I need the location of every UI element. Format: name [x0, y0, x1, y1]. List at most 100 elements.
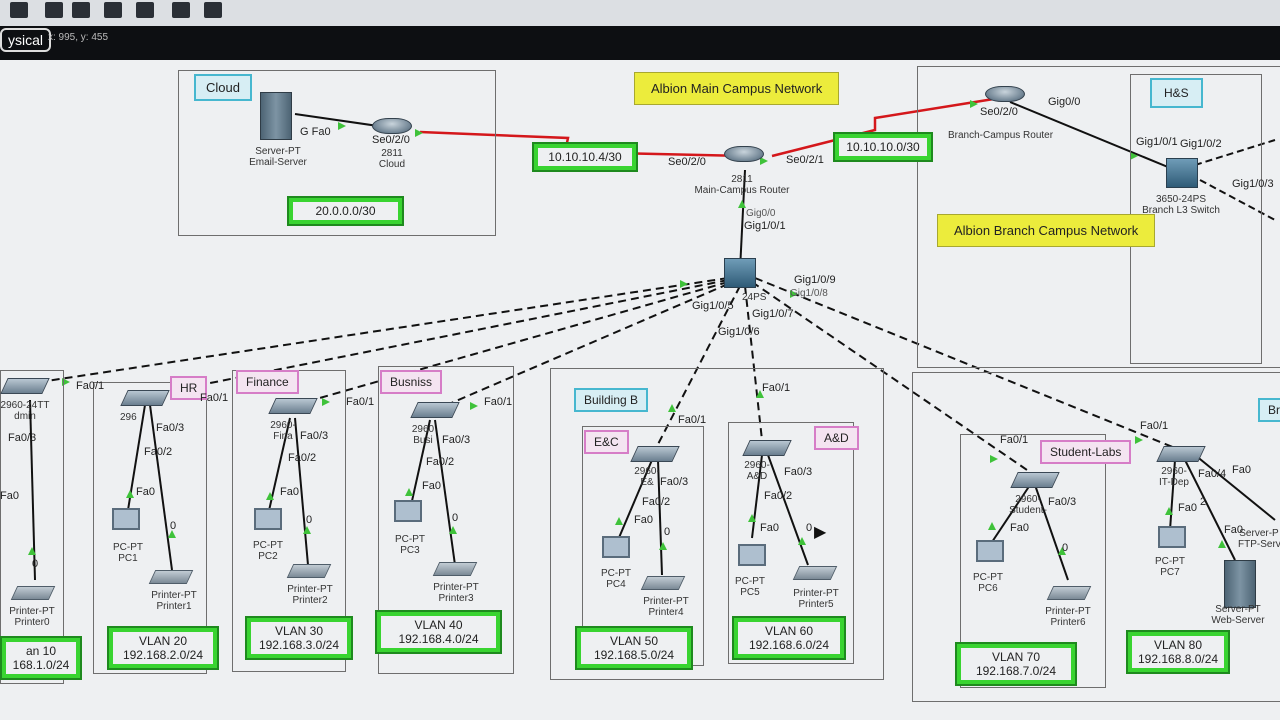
cloud-router-icon[interactable]	[372, 118, 412, 134]
port-ec-fa02: Fa0/2	[642, 496, 671, 508]
core-l3-switch-icon[interactable]	[724, 258, 756, 288]
finance-label: Finance	[236, 370, 299, 394]
vlan80-subnet: 192.168.8.0/24	[1138, 652, 1219, 666]
link-ad-pc5	[751, 454, 763, 539]
vlan70-subnet: 192.168.7.0/24	[975, 664, 1057, 678]
printer3-icon[interactable]	[432, 562, 478, 576]
link-student-pc6	[989, 484, 1031, 546]
toolbar-icon-2[interactable]	[45, 2, 63, 18]
ad-label: A&D	[814, 426, 859, 450]
br-label: Br	[1258, 398, 1280, 422]
vlan20-name: VLAN 20	[138, 634, 188, 648]
pc6-icon[interactable]	[976, 540, 1004, 562]
finance-switch-label: 2960-Fina	[270, 420, 296, 442]
branch-router-icon[interactable]	[985, 86, 1025, 102]
branch-campus-label: Albion Branch Campus Network	[937, 214, 1156, 247]
toolbar-icon-1[interactable]	[10, 2, 28, 18]
busniss-switch-icon[interactable]	[410, 402, 460, 418]
cloud-area	[178, 70, 496, 236]
port-bus-fa03: Fa0/3	[442, 434, 471, 446]
web-server-icon[interactable]	[1224, 560, 1256, 608]
toolbar-icon-5[interactable]	[136, 2, 154, 18]
link-bus-pc3	[409, 419, 431, 511]
port-ad-fa02: Fa0/2	[764, 490, 793, 502]
ec-switch-icon[interactable]	[630, 446, 680, 462]
branch-l3-switch-icon[interactable]	[1166, 158, 1198, 188]
port-it-fa04: Fa0/4	[1198, 468, 1227, 480]
topology-canvas[interactable]: Cloud Albion Main Campus Network Albion …	[0, 60, 1280, 720]
port-bus-fa01: Fa0/1	[484, 396, 513, 408]
it-switch-label: 2960-IT-Dep	[1158, 466, 1189, 488]
printer6-icon[interactable]	[1046, 586, 1092, 600]
student-labs-area	[960, 434, 1106, 688]
toolbar-icon-7[interactable]	[204, 2, 222, 18]
printer2-icon[interactable]	[286, 564, 332, 578]
trunk-busniss	[434, 283, 729, 411]
port-student-0: 0	[1062, 542, 1069, 554]
link-student-printer6	[1034, 484, 1069, 581]
printer4-icon[interactable]	[640, 576, 686, 590]
ad-switch-icon[interactable]	[742, 440, 792, 456]
pc4-icon[interactable]	[602, 536, 630, 558]
student-area	[912, 372, 1280, 702]
pc1-icon[interactable]	[112, 508, 140, 530]
port-ec-fa0: Fa0	[634, 514, 653, 526]
port-main-gig000: Gig0/0	[746, 208, 776, 219]
hr-switch-label: 296	[120, 412, 137, 423]
physical-tab[interactable]: ysical	[0, 28, 52, 52]
trunk-admin	[39, 277, 729, 383]
pc2-icon[interactable]	[254, 508, 282, 530]
printer0-icon[interactable]	[10, 586, 56, 600]
hs-label: H&S	[1150, 78, 1203, 108]
coordinate-readout: x: 995, y: 455	[48, 32, 109, 43]
vlan30-name: VLAN 30	[274, 624, 324, 638]
workspace-bar: ysical x: 995, y: 455	[0, 26, 1280, 60]
port-branch-gig000: Gig0/0	[1048, 96, 1081, 108]
student-switch-icon[interactable]	[1010, 472, 1060, 488]
printer1-icon[interactable]	[148, 570, 194, 584]
main-core-link	[739, 169, 746, 271]
port-student-fa03: Fa0/3	[1048, 496, 1077, 508]
toolbar-icon-3[interactable]	[72, 2, 90, 18]
branch-l3-link-3	[1199, 179, 1276, 221]
port-admin-fa01: Fa0/1	[76, 380, 105, 392]
printer5-icon[interactable]	[792, 566, 838, 580]
port-branch-gig102: Gig1/0/2	[1180, 138, 1222, 150]
pc3-icon[interactable]	[394, 500, 422, 522]
port-admin-0: 0	[32, 558, 39, 570]
ec-label: E&C	[584, 430, 629, 454]
port-admin-fa03: Fa0/3	[8, 432, 37, 444]
pc7-icon[interactable]	[1158, 526, 1186, 548]
main-branch-network: 10.10.10.0/30	[839, 138, 927, 156]
port-it-2: 2	[1200, 496, 1207, 508]
admin-switch-icon[interactable]	[0, 378, 50, 394]
toolbar-icon-6[interactable]	[172, 2, 190, 18]
port-cloud-se020: Se0/2/0	[372, 134, 410, 146]
vlan50-subnet: 192.168.5.0/24	[593, 648, 675, 662]
hr-switch-icon[interactable]	[120, 390, 170, 406]
main-branch-link-box: 10.10.10.0/30	[833, 132, 933, 162]
main-router-icon[interactable]	[724, 146, 764, 162]
finance-switch-icon[interactable]	[268, 398, 318, 414]
it-switch-icon[interactable]	[1156, 446, 1206, 462]
port-ad-fa03: Fa0/3	[784, 466, 813, 478]
building-b-label: Building B	[574, 388, 649, 412]
port-hr-fa01: Fa0/1	[200, 392, 229, 404]
toolbar-icon-4[interactable]	[104, 2, 122, 18]
port-it-fa0-b: Fa0	[1178, 502, 1197, 514]
email-server-icon[interactable]	[260, 92, 292, 140]
port-fin-fa03: Fa0/3	[300, 430, 329, 442]
port-ec-0: 0	[664, 526, 671, 538]
pc5-icon[interactable]	[738, 544, 766, 566]
port-fin-0: 0	[306, 514, 313, 526]
